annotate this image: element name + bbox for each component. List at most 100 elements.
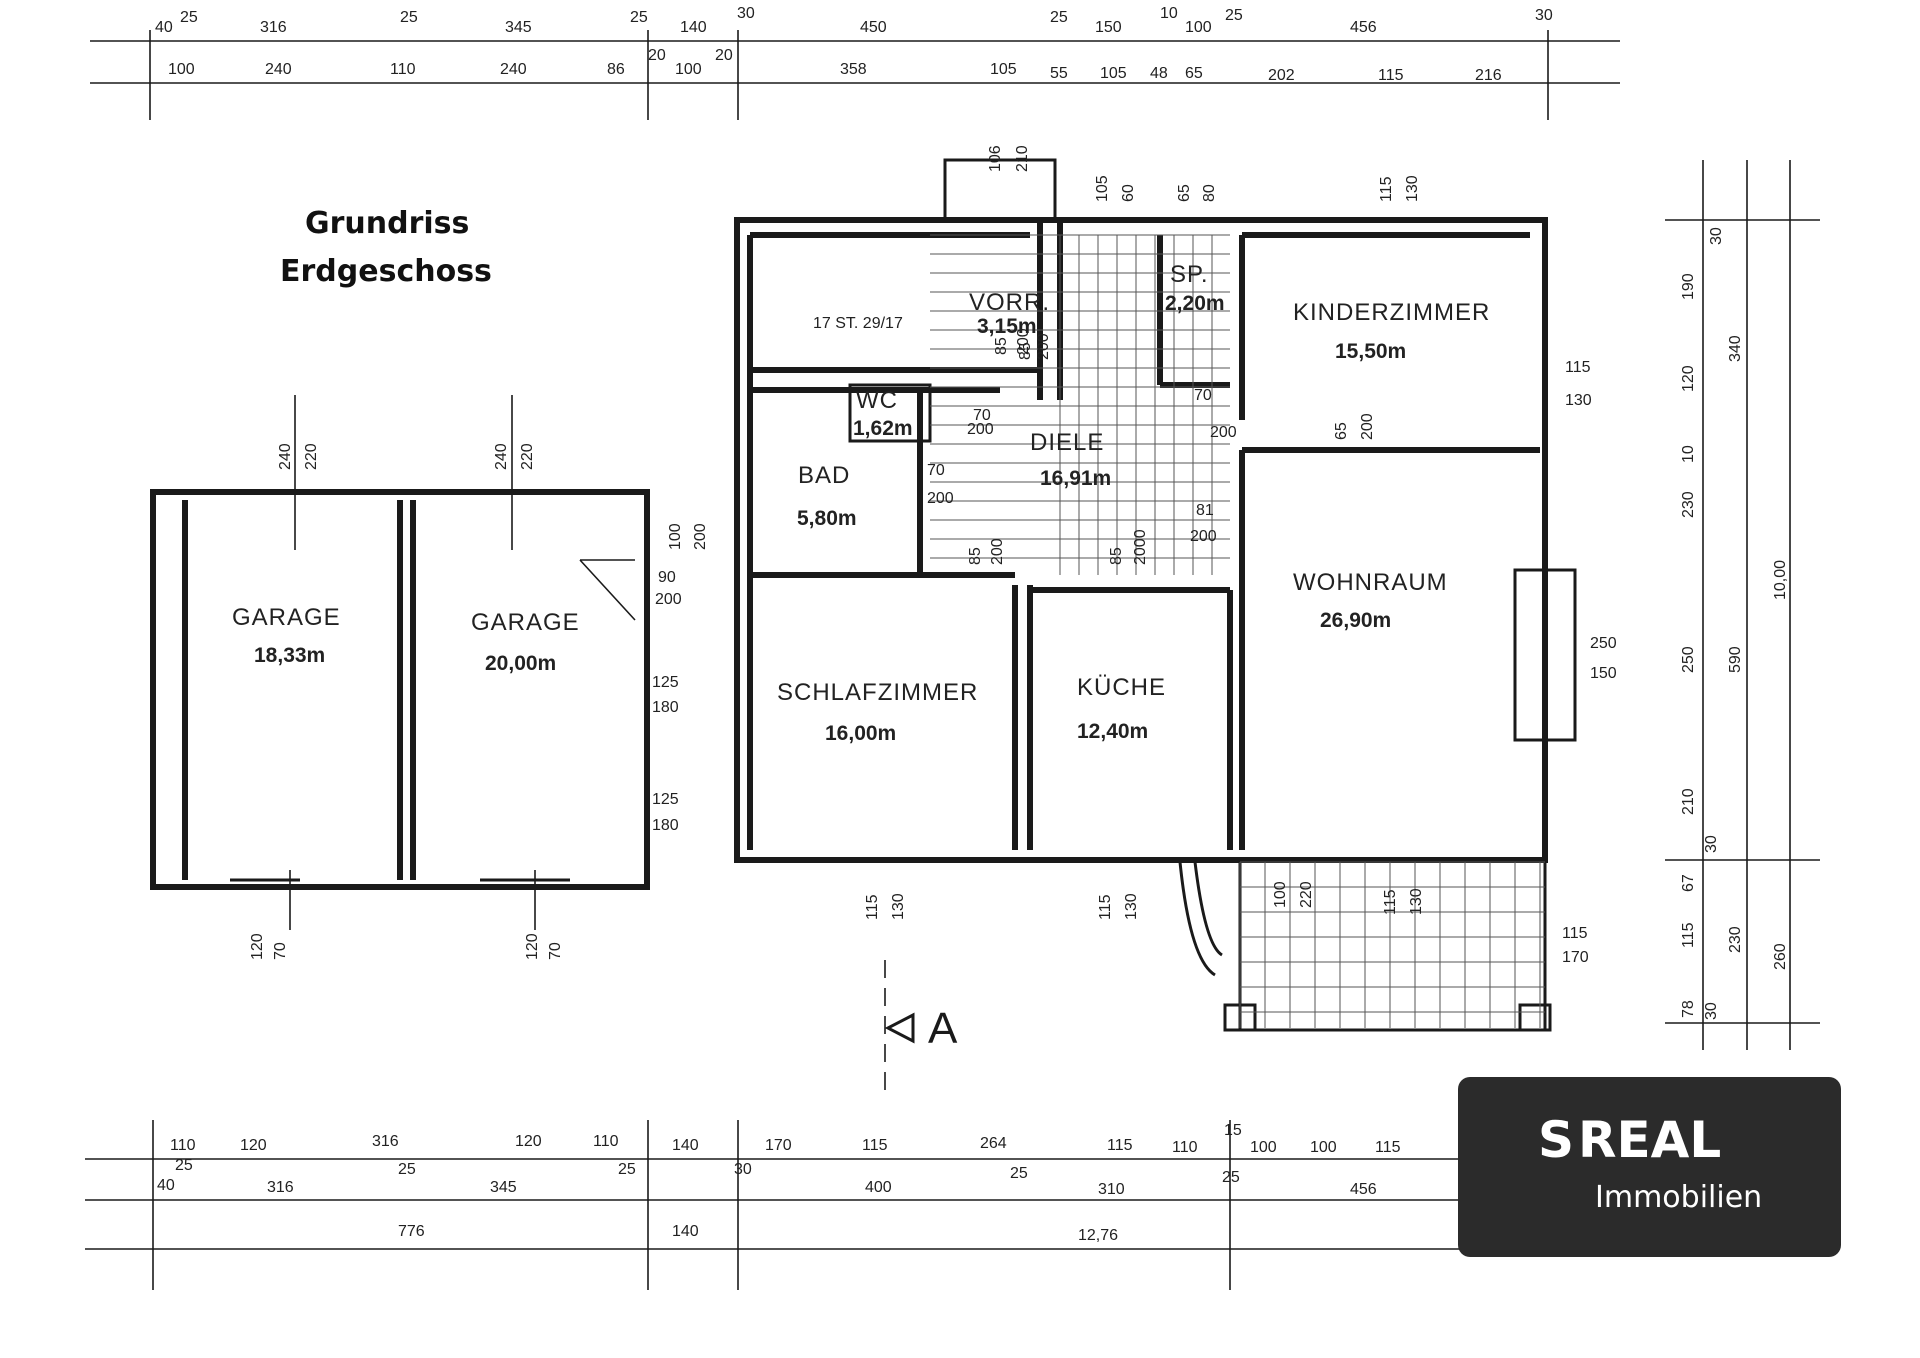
stair-label: 17 ST. 29/17 — [813, 315, 903, 332]
plan-title-line2: Erdgeschoss — [280, 254, 492, 289]
dim-label: 25 — [175, 1157, 193, 1174]
dim-label: 67 — [1680, 874, 1697, 892]
dim-label: 216 — [1475, 67, 1502, 84]
dim-label: 456 — [1350, 1181, 1377, 1198]
dim-label: 30 — [737, 5, 755, 22]
dim-label: 25 — [618, 1161, 636, 1178]
section-marker — [884, 960, 915, 1090]
dim-label: 65 — [1176, 184, 1193, 202]
dim-label: 120 — [524, 933, 541, 960]
dim-label: 316 — [372, 1133, 399, 1150]
room-area-diele: 16,91m — [1040, 467, 1111, 490]
dim-label: 316 — [267, 1179, 294, 1196]
dim-label: 220 — [1298, 881, 1315, 908]
dim-label: 20 — [715, 47, 733, 64]
dim-label: 55 — [1050, 65, 1068, 82]
dim-label: 100 — [1250, 1139, 1277, 1156]
bottom-dimension-chain — [85, 1120, 1560, 1290]
dim-label: 80 — [1201, 184, 1218, 202]
house-walls — [734, 158, 1577, 863]
right-dimension-chain — [1665, 160, 1820, 1050]
dim-label: 200 — [989, 538, 1006, 565]
dim-label: 115 — [1378, 67, 1404, 84]
dim-label: 30 — [734, 1161, 752, 1178]
dim-label: 202 — [1268, 67, 1295, 84]
dim-label: 345 — [490, 1179, 517, 1196]
dim-label: 115 — [1375, 1139, 1401, 1156]
dim-label: 110 — [390, 61, 416, 78]
room-area-garage-1: 18,33m — [254, 644, 325, 667]
dim-label: 230 — [1680, 491, 1697, 518]
dim-label: 70 — [1194, 387, 1212, 404]
dim-label: 240 — [500, 61, 527, 78]
dim-label: 200 — [1359, 413, 1376, 440]
dim-label: 85 — [993, 337, 1010, 355]
dim-label: 25 — [180, 9, 198, 26]
room-area-wc: 1,62m — [853, 417, 913, 440]
dim-label: 776 — [398, 1223, 425, 1240]
dim-label: 25 — [1050, 9, 1068, 26]
dim-label: 130 — [1565, 392, 1592, 409]
dim-label: 100 — [168, 61, 195, 78]
dim-label: 180 — [652, 817, 679, 834]
room-area-garage-2: 20,00m — [485, 652, 556, 675]
dim-label: 345 — [505, 19, 532, 36]
dim-label: 85 — [967, 547, 984, 565]
dim-label: 30 — [1703, 835, 1720, 853]
room-area-speisekammer: 2,20m — [1165, 292, 1225, 315]
dim-label: 240 — [265, 61, 292, 78]
room-area-wohnraum: 26,90m — [1320, 609, 1391, 632]
dim-label: 125 — [652, 791, 679, 808]
dim-label: 10 — [1680, 445, 1697, 463]
dim-label: 220 — [303, 443, 320, 470]
dim-label: 81 — [1196, 502, 1214, 519]
dim-label: 170 — [765, 1137, 792, 1154]
dim-label: 30 — [1703, 1002, 1720, 1020]
room-name-bad: BAD — [798, 462, 850, 489]
dim-label: 25 — [398, 1161, 416, 1178]
top-dimension-chain: 40 25 316 25 345 25 140 30 450 25 150 10… — [90, 5, 1620, 120]
dim-label: 115 — [1097, 894, 1114, 920]
room-name-garage-1: GARAGE — [232, 604, 341, 631]
dim-label: 150 — [1095, 19, 1122, 36]
room-name-wc: WC — [856, 387, 898, 414]
dim-label: 25 — [1010, 1165, 1028, 1182]
dim-label: 110 — [170, 1137, 196, 1154]
section-marker-label: A — [928, 1004, 958, 1053]
dim-label: 316 — [260, 19, 287, 36]
room-area-kueche: 12,40m — [1077, 720, 1148, 743]
dim-label: 25 — [630, 9, 648, 26]
dim-label: 250 — [1590, 635, 1617, 652]
room-area-kinderzimmer: 15,50m — [1335, 340, 1406, 363]
dim-label: 40 — [157, 1177, 175, 1194]
dim-label: 70 — [272, 942, 289, 960]
dim-label: 30 — [1708, 227, 1725, 245]
dim-label: 100 — [1185, 19, 1212, 36]
dim-label: 140 — [672, 1223, 699, 1240]
dim-label: 200 — [1015, 328, 1032, 355]
dim-label: 65 — [1185, 65, 1203, 82]
dim-label: 25 — [1225, 7, 1243, 24]
dim-label: 260 — [1772, 943, 1789, 970]
dim-label: 70 — [973, 407, 991, 424]
dim-label: 105 — [1094, 175, 1111, 202]
garage-block — [150, 395, 650, 930]
dim-label: 85 — [1017, 342, 1034, 360]
diele-tile-grid — [930, 234, 1230, 575]
dim-label: 130 — [1408, 888, 1425, 915]
dim-label: 105 — [1100, 65, 1127, 82]
dim-label: 130 — [890, 893, 907, 920]
dim-label: 180 — [652, 699, 679, 716]
dim-label: 115 — [1382, 889, 1399, 915]
dim-label: 70 — [927, 462, 945, 479]
dim-label: 210 — [1014, 145, 1031, 172]
dim-label: 20 — [648, 47, 666, 64]
dim-label: 130 — [1404, 175, 1421, 202]
dim-label: 115 — [1378, 176, 1395, 202]
dim-label: 110 — [1172, 1139, 1198, 1156]
dim-label: 200 — [967, 421, 994, 438]
dim-label: 230 — [1727, 926, 1744, 953]
dim-label: 250 — [1680, 646, 1697, 673]
room-area-bad: 5,80m — [797, 507, 857, 530]
